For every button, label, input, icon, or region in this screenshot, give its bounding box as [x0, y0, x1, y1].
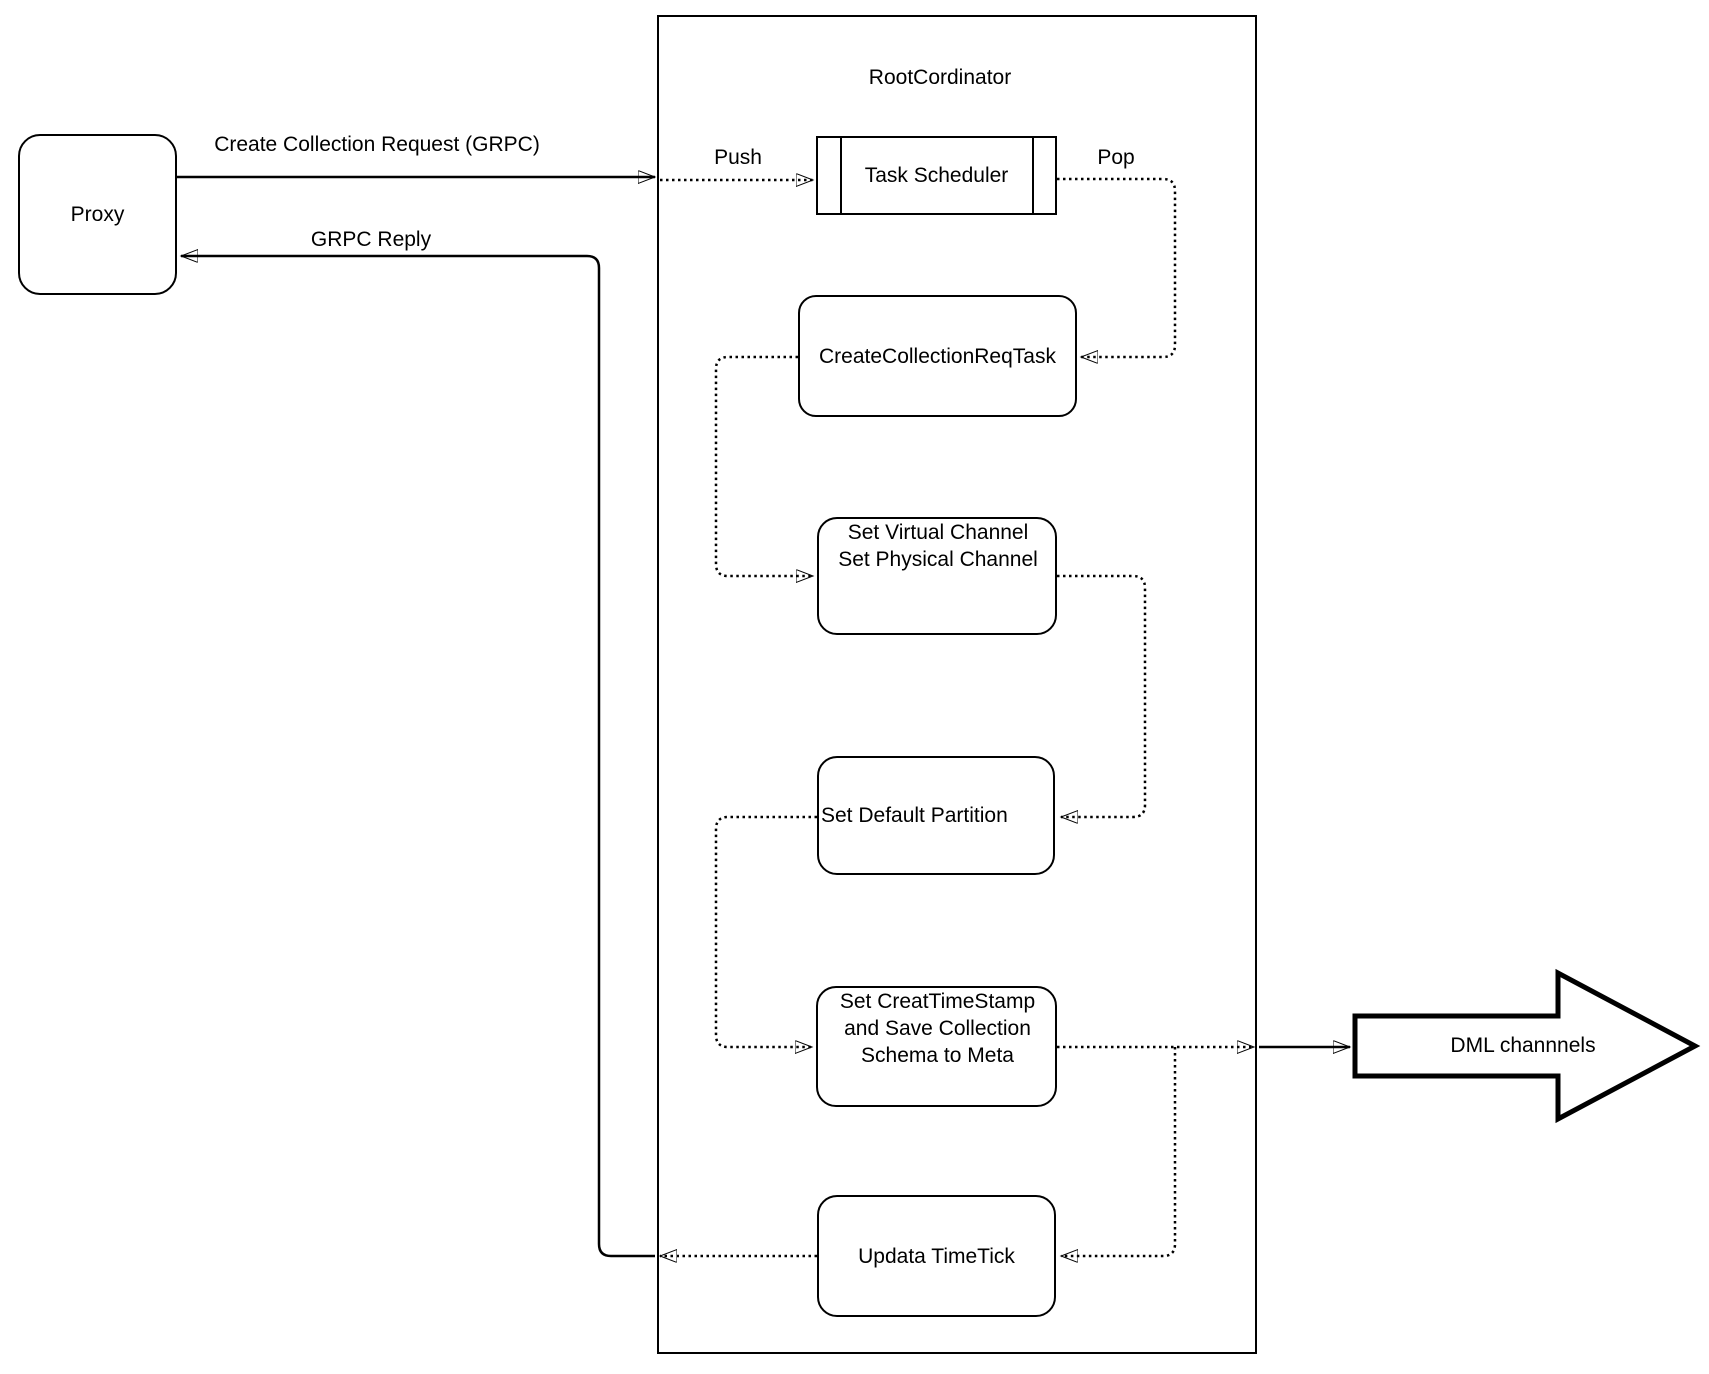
- edge-label-pop: Pop: [1095, 146, 1137, 170]
- edge-label-create-collection-request: Create Collection Request (GRPC): [212, 133, 542, 157]
- node-task-scheduler-label: Task Scheduler: [864, 164, 1009, 187]
- node-proxy: Proxy: [18, 134, 177, 295]
- edge-label-push: Push: [712, 146, 764, 170]
- task-scheduler-left-bar: [839, 138, 842, 213]
- node-set-creat-timestamp: Set CreatTimeStamp and Save Collection S…: [816, 986, 1057, 1107]
- node-set-default-partition-label: Set Default Partition: [821, 804, 1008, 827]
- dml-channels-label: DML channnels: [1450, 1034, 1596, 1057]
- node-set-default-partition: Set Default Partition: [817, 756, 1055, 875]
- node-proxy-label: Proxy: [70, 203, 125, 226]
- node-set-creat-timestamp-line-2: and Save Collection: [844, 1017, 1031, 1040]
- rootcordinator-container: [657, 15, 1257, 1354]
- edge-reqtask-to-channels: [714, 355, 813, 576]
- node-set-channels: Set Virtual Channel Set Physical Channel: [817, 517, 1057, 635]
- rootcordinator-title: RootCordinator: [866, 66, 1014, 90]
- dml-channels-arrow-shape: [1352, 968, 1701, 1124]
- node-task-scheduler: Task Scheduler: [816, 136, 1057, 215]
- node-set-creat-timestamp-line-1: Set CreatTimeStamp: [839, 990, 1036, 1013]
- node-updata-timetick: Updata TimeTick: [817, 1195, 1056, 1317]
- task-scheduler-right-bar: [1031, 138, 1034, 213]
- edge-timestamp-to-timetick: [1061, 1047, 1177, 1256]
- node-updata-timetick-label: Updata TimeTick: [858, 1244, 1015, 1268]
- node-create-collection-req-task: CreateCollectionReqTask: [798, 295, 1077, 417]
- edge-partition-to-timestamp: [714, 815, 817, 1047]
- edge-label-grpc-reply: GRPC Reply: [308, 228, 434, 252]
- node-create-collection-req-task-label: CreateCollectionReqTask: [819, 344, 1056, 368]
- node-set-channels-line-1: Set Virtual Channel: [847, 521, 1029, 544]
- node-set-channels-line-2: Set Physical Channel: [838, 548, 1038, 571]
- edge-grpc-reply: [181, 256, 655, 1258]
- node-set-creat-timestamp-line-3: Schema to Meta: [861, 1044, 1014, 1067]
